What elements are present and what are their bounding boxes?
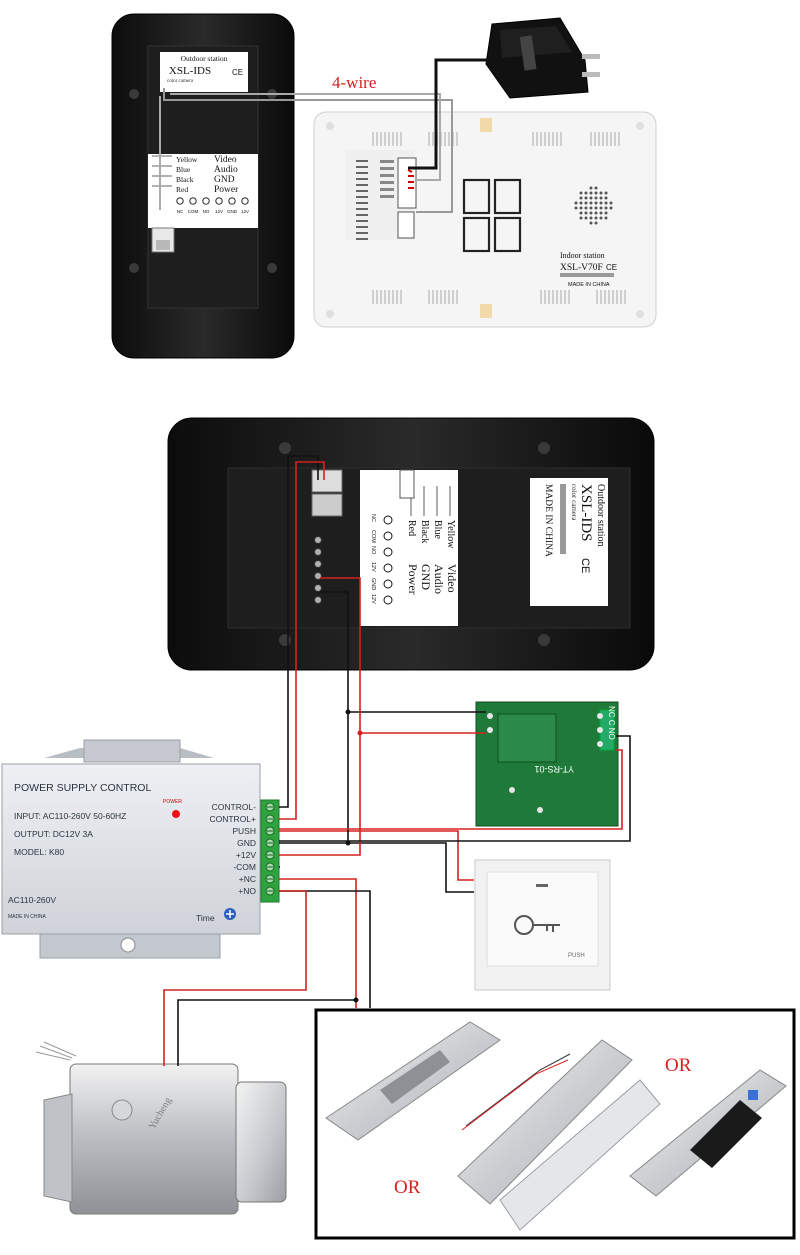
power-adapter xyxy=(485,17,600,99)
top-signal-2: GND xyxy=(214,175,235,185)
bottom-terminal-3: 12V xyxy=(370,562,376,572)
bolt-lock xyxy=(629,1069,787,1197)
power-supply-control: POWER SUPPLY CONTROL INPUT: AC110-260V 5… xyxy=(1,739,280,959)
bottom-wire-color-2: Black xyxy=(419,520,430,543)
top-signal-1: Audio xyxy=(214,165,238,175)
psu-terminal-label-5: -COM xyxy=(233,862,256,872)
psu-terminal-label-7: +NO xyxy=(238,886,256,896)
psu-terminal-block xyxy=(265,802,275,896)
indoor-title: Indoor station xyxy=(560,251,605,260)
electric-lock: Yucheng xyxy=(35,1041,287,1215)
bottom-outdoor-terminals: NC COM NO 12V GND 12V xyxy=(370,514,393,605)
top-signal-0: Video xyxy=(214,155,237,165)
top-terminal-4: GND xyxy=(227,209,238,214)
bottom-outdoor-model: XSL-IDS xyxy=(578,484,594,542)
four-wire-label: 4-wire xyxy=(332,73,376,92)
indoor-made: MADE IN CHINA xyxy=(568,282,610,288)
four-wire-cable xyxy=(159,58,502,213)
bottom-wire-color-0: Yellow xyxy=(445,520,456,549)
bottom-wiring xyxy=(163,455,631,1066)
top-terminal-5: 12V xyxy=(241,209,249,214)
top-terminal-3: 12V xyxy=(215,209,223,214)
psu-terminal-label-3: GND xyxy=(237,838,256,848)
key-icon xyxy=(533,924,560,932)
bottom-outdoor-made: MADE IN CHINA xyxy=(543,484,553,557)
psu-input: INPUT: AC110-260V 50-60HZ xyxy=(14,811,126,821)
top-outdoor-title: Outdoor station xyxy=(181,54,228,63)
bottom-terminal-4: GND xyxy=(370,578,376,590)
svg-text:CE: CE xyxy=(579,558,591,573)
push-button-label: PUSH xyxy=(568,953,585,959)
bottom-terminal-0: NC xyxy=(370,514,376,522)
top-wire-color-2: Black xyxy=(176,175,194,184)
psu-model: MODEL: K80 xyxy=(14,847,64,857)
psu-terminal-label-0: CONTROL- xyxy=(212,802,257,812)
indoor-station: Indoor station XSL-V70F CE MADE IN CHINA xyxy=(313,111,657,328)
exit-push-button: PUSH xyxy=(474,859,611,991)
psu-title: POWER SUPPLY CONTROL xyxy=(14,782,151,794)
indoor-model: XSL-V70F xyxy=(560,263,603,273)
psu-power-label: POWER xyxy=(163,799,182,805)
or-label-1: OR xyxy=(394,1177,421,1198)
top-signal-3: Power xyxy=(214,185,239,195)
bottom-terminal-2: NO xyxy=(370,546,376,555)
svg-text:CE: CE xyxy=(232,68,243,77)
svg-text:CE: CE xyxy=(606,263,617,272)
top-wire-color-1: Blue xyxy=(176,165,191,174)
bottom-terminal-1: COM xyxy=(370,530,376,543)
bottom-signal-0: Video xyxy=(445,564,459,593)
magnetic-lock xyxy=(457,1039,661,1231)
psu-made: MADE IN CHINA xyxy=(8,914,46,920)
bottom-outdoor-sub: color camera xyxy=(570,484,578,521)
electric-strike xyxy=(325,1021,501,1141)
top-terminal-2: NO xyxy=(203,209,210,214)
bottom-terminal-5: 12V xyxy=(370,594,376,604)
bottom-outdoor-title: Outdoor station xyxy=(595,484,606,547)
psu-time-label: Time xyxy=(196,913,215,923)
top-outdoor-sub: color camera xyxy=(167,79,194,84)
bottom-wire-color-3: Red xyxy=(406,520,417,536)
bottom-signal-3: Power xyxy=(406,564,420,595)
top-wire-color-0: Yellow xyxy=(176,155,198,164)
bottom-wire-color-1: Blue xyxy=(432,520,443,539)
indoor-terminal-labels xyxy=(356,160,394,240)
top-outdoor-model: XSL-IDS xyxy=(169,65,211,77)
relay-label: YT-RS-01 xyxy=(534,764,574,774)
psu-terminal-label-2: PUSH xyxy=(232,826,256,836)
power-led xyxy=(172,810,180,818)
top-terminal-1: COM xyxy=(188,209,199,214)
relay-contacts: NC C NO xyxy=(607,706,616,740)
relay-board: NC C NO YT-RS-01 xyxy=(475,701,619,827)
bottom-signal-2: GND xyxy=(419,564,433,590)
speaker-grille xyxy=(574,186,613,225)
psu-terminal-label-4: +12V xyxy=(236,850,256,860)
psu-terminal-label-6: +NC xyxy=(239,874,256,884)
top-terminal-0: NC xyxy=(177,209,184,214)
or-label-2: OR xyxy=(665,1055,692,1076)
psu-ac: AC110-260V xyxy=(8,895,56,905)
top-wire-color-3: Red xyxy=(176,185,188,194)
psu-output: OUTPUT: DC12V 3A xyxy=(14,829,93,839)
outdoor-station-bottom: Outdoor station XSL-IDS CE color camera … xyxy=(167,417,655,671)
indoor-vents xyxy=(372,132,626,304)
psu-terminal-label-1: CONTROL+ xyxy=(209,814,256,824)
psu-terminal-labels: CONTROL- CONTROL+ PUSH GND +12V -COM +NC +NO xyxy=(209,802,256,896)
outdoor-station-top: Outdoor station XSL-IDS CE color camera … xyxy=(111,13,295,359)
bottom-signal-1: Audio xyxy=(432,564,446,594)
